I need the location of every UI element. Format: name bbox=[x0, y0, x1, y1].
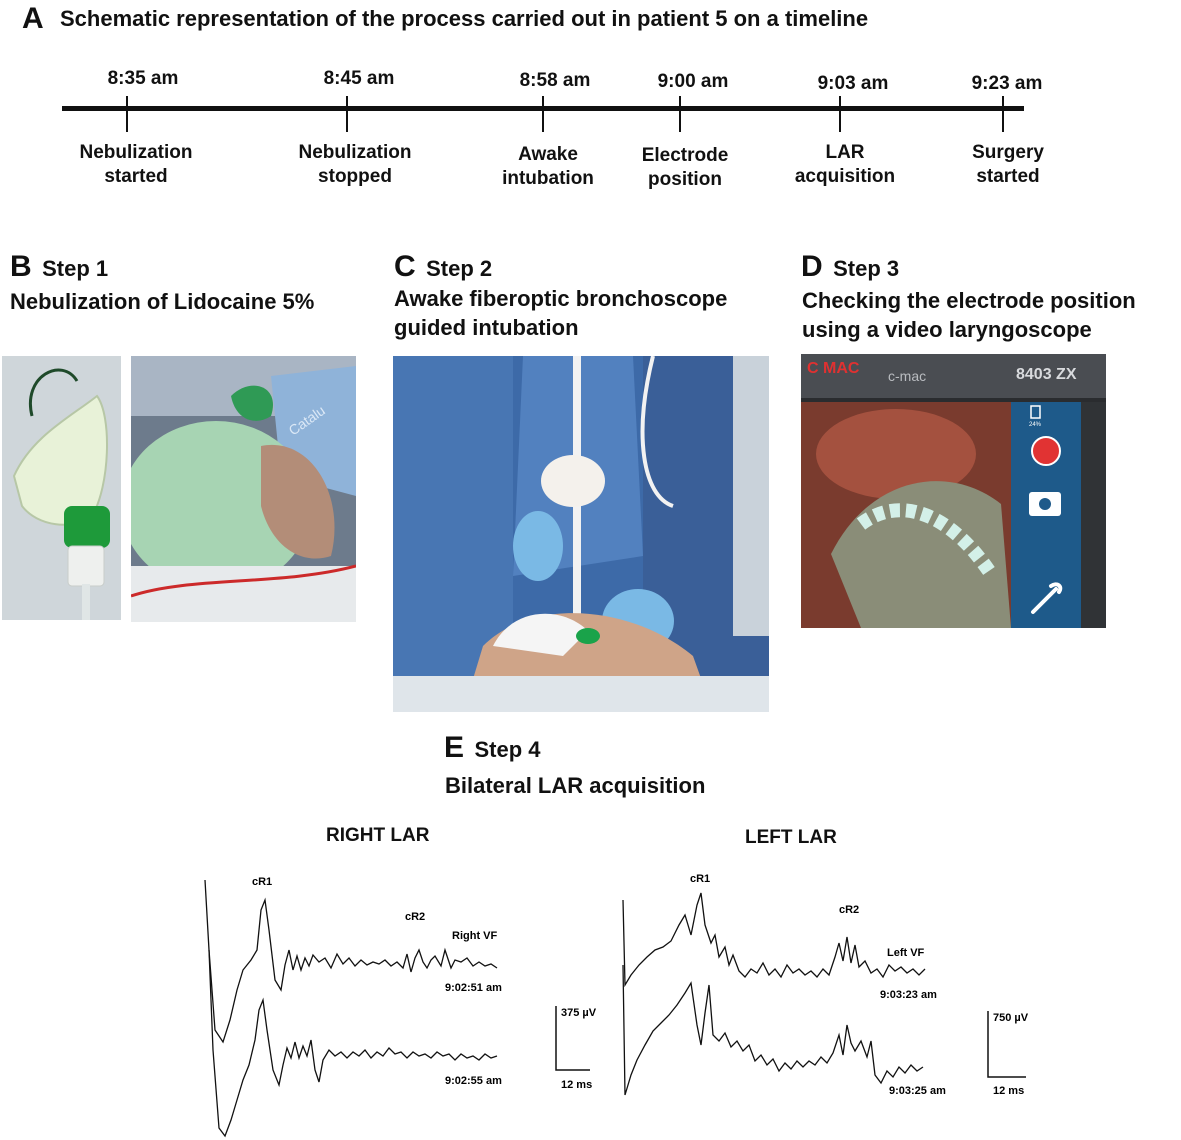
right-lar-trace-2 bbox=[208, 949, 498, 1138]
right-lar-trace-1 bbox=[204, 879, 498, 1044]
left-lar-title: LEFT LAR bbox=[745, 827, 837, 848]
left-scale-bar: 750 µV 12 ms bbox=[987, 1011, 1029, 1097]
left-vf-label: Left VF bbox=[887, 947, 925, 959]
right-scale-time: 12 ms bbox=[561, 1079, 592, 1091]
left-time-1: 9:03:23 am bbox=[880, 989, 937, 1001]
right-cr2-label: cR2 bbox=[405, 911, 425, 923]
panel-e-header: E Step 4 bbox=[444, 733, 541, 763]
panel-c-subtitle-1: Awake fiberoptic bronchoscope bbox=[394, 286, 728, 311]
right-scale-voltage: 375 µV bbox=[561, 1007, 597, 1019]
timeline-event-line1: Surgery bbox=[972, 142, 1044, 163]
left-scale-voltage: 750 µV bbox=[993, 1012, 1029, 1024]
left-scale-time: 12 ms bbox=[993, 1085, 1024, 1097]
panel-d-subtitle-1: Checking the electrode position bbox=[802, 288, 1136, 313]
timeline-event-label: Surgery started bbox=[933, 141, 1083, 189]
right-lar-traces: cR1 cR2 Right VF 9:02:51 am 9:02:55 am bbox=[204, 876, 502, 1138]
nebulizer-mask-photo bbox=[2, 356, 121, 620]
panel-b-subtitle: Nebulization of Lidocaine 5% bbox=[10, 289, 315, 314]
timeline-event-line2: intubation bbox=[502, 168, 594, 189]
cmac-model-text: c-mac bbox=[888, 368, 926, 384]
right-vf-label: Right VF bbox=[452, 930, 497, 942]
panel-a-title: Schematic representation of the process … bbox=[60, 6, 869, 31]
panel-e-subtitle: Bilateral LAR acquisition bbox=[445, 773, 706, 798]
right-time-2: 9:02:55 am bbox=[445, 1075, 502, 1087]
video-laryngoscope-photo: C MAC c-mac 8403 ZX 24% bbox=[801, 354, 1106, 628]
panel-c-step: Step 2 bbox=[426, 256, 493, 281]
timeline-event-label: Electrode position bbox=[610, 144, 760, 192]
timeline-tick bbox=[1002, 96, 1004, 132]
timeline-event-line1: Nebulization bbox=[79, 142, 193, 163]
timeline-event-line2: position bbox=[648, 169, 722, 190]
timeline-event-line1: Awake bbox=[518, 144, 578, 165]
left-cr2-label: cR2 bbox=[839, 904, 859, 916]
panel-d-letter: D bbox=[801, 250, 823, 283]
panel-e-letter: E bbox=[444, 731, 465, 764]
timeline-tick bbox=[679, 96, 681, 132]
timeline-event-line1: LAR bbox=[825, 142, 865, 163]
timeline-event-line2: started bbox=[976, 166, 1040, 187]
left-lar-traces: cR1 cR2 Left VF 9:03:23 am 9:03:25 am bbox=[622, 873, 946, 1097]
panel-c-subtitle-2: guided intubation bbox=[394, 315, 579, 340]
panel-a-letter: A bbox=[22, 2, 44, 35]
panel-d-subtitle-2: using a video laryngoscope bbox=[802, 317, 1092, 342]
battery-level-text: 24% bbox=[1029, 422, 1042, 428]
timeline-tick bbox=[346, 96, 348, 132]
panel-b-letter: B bbox=[10, 250, 32, 283]
timeline-event-label: Nebulization stopped bbox=[280, 141, 430, 189]
timeline-event-label: LAR acquisition bbox=[770, 141, 920, 189]
timeline-event-line1: Nebulization bbox=[298, 142, 412, 163]
left-cr1-label: cR1 bbox=[690, 873, 710, 885]
timeline-time: 8:58 am bbox=[519, 70, 591, 91]
panel-d-header: D Step 3 bbox=[801, 252, 899, 282]
panel-d-step: Step 3 bbox=[833, 256, 900, 281]
timeline-event-label: Nebulization started bbox=[61, 141, 211, 189]
right-scale-bar: 375 µV 12 ms bbox=[555, 1006, 597, 1091]
panel-c-letter: C bbox=[394, 250, 416, 283]
left-lar-trace-2 bbox=[622, 964, 924, 1096]
patient-nebulization-photo: Catalu bbox=[131, 356, 356, 622]
intubation-photo bbox=[393, 356, 769, 712]
timeline-time: 9:03 am bbox=[817, 73, 889, 94]
timeline-event-line2: acquisition bbox=[794, 166, 896, 187]
panel-b-step: Step 1 bbox=[42, 256, 109, 281]
cmac-serial-text: 8403 ZX bbox=[1016, 366, 1077, 383]
timeline-time: 8:45 am bbox=[323, 68, 395, 89]
right-cr1-label: cR1 bbox=[252, 876, 272, 888]
timeline-event-line2: stopped bbox=[318, 166, 392, 187]
panel-b-header: B Step 1 bbox=[10, 252, 108, 282]
timeline-tick bbox=[542, 96, 544, 132]
panel-c-header: C Step 2 bbox=[394, 252, 492, 282]
right-time-1: 9:02:51 am bbox=[445, 982, 502, 994]
left-lar-trace-1 bbox=[622, 892, 926, 988]
timeline-tick bbox=[126, 96, 128, 132]
timeline-time: 9:00 am bbox=[657, 71, 729, 92]
timeline-tick bbox=[839, 96, 841, 132]
panel-e-step: Step 4 bbox=[474, 737, 541, 762]
timeline-time: 8:35 am bbox=[107, 68, 179, 89]
timeline-event-line1: Electrode bbox=[641, 145, 729, 166]
right-lar-title: RIGHT LAR bbox=[326, 825, 430, 846]
timeline-event-label: Awake intubation bbox=[473, 143, 623, 191]
timeline-event-line2: started bbox=[104, 166, 168, 187]
cmac-brand-text: C MAC bbox=[807, 360, 860, 377]
left-time-2: 9:03:25 am bbox=[889, 1085, 946, 1097]
timeline-time: 9:23 am bbox=[971, 73, 1043, 94]
